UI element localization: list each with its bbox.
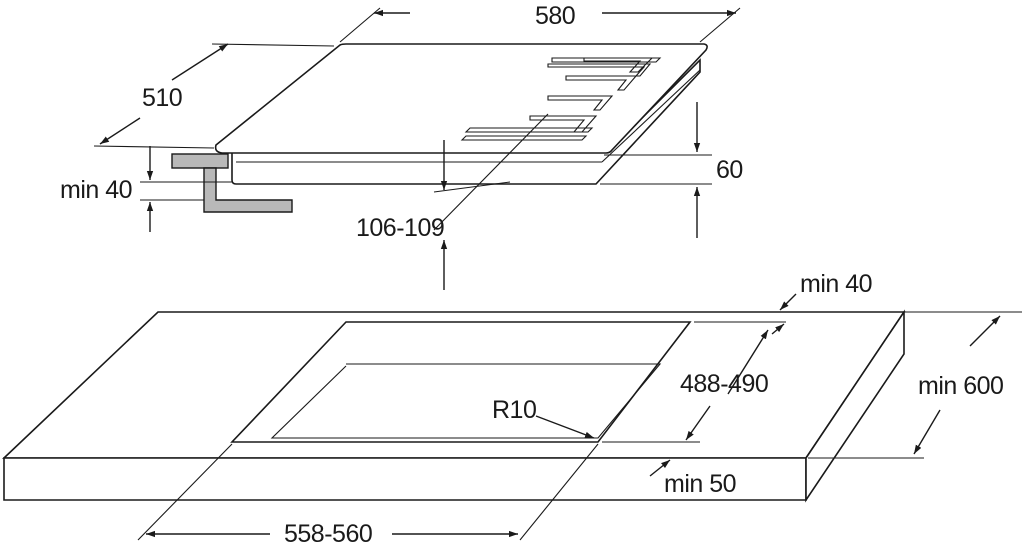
mounting-bracket bbox=[171, 153, 293, 213]
hob-top-plate bbox=[214, 43, 708, 154]
hob-width-label: 580 bbox=[535, 2, 575, 30]
bracket-clearance-dimension: min 40 bbox=[60, 146, 232, 232]
corner-radius-label: R10 bbox=[492, 396, 536, 424]
hob-width-dimension: 580 bbox=[339, 2, 741, 43]
hob-depth-label: 510 bbox=[142, 84, 182, 112]
worktop-depth-dimension: min 600 bbox=[808, 311, 1022, 459]
hob-depth-dimension: 510 bbox=[93, 43, 335, 149]
cutout-depth-label: 488-490 bbox=[680, 370, 768, 398]
back-margin-label: min 40 bbox=[800, 270, 872, 298]
worktop-side-face bbox=[805, 309, 905, 503]
hob-height-label: 60 bbox=[716, 156, 743, 184]
cutout-opening bbox=[230, 321, 692, 443]
cutout-width-dimension: 558-560 bbox=[137, 443, 599, 545]
corner-radius-callout: R10 bbox=[492, 396, 595, 439]
cutout-inner-edge bbox=[270, 363, 662, 439]
worktop-depth-label: min 600 bbox=[918, 372, 1003, 400]
cutout-width-label: 558-560 bbox=[284, 520, 372, 545]
worktop-drawing: min 40 488-490 min 600 R10 min 50 bbox=[1, 270, 1022, 545]
clearance-label: min 40 bbox=[60, 176, 132, 204]
hob-side-edge bbox=[601, 69, 701, 163]
back-margin-dimension: min 40 bbox=[694, 270, 873, 335]
below-depth-label: 106-109 bbox=[356, 214, 444, 242]
front-margin-label: min 50 bbox=[664, 470, 736, 498]
cutout-depth-dimension: 488-490 bbox=[602, 329, 769, 443]
hob-height-dimension: 60 bbox=[600, 102, 743, 238]
hob-drawing: 580 510 min 40 60 bbox=[60, 2, 743, 290]
below-depth-dimension: 106-109 bbox=[356, 113, 549, 290]
front-margin-dimension: min 50 bbox=[649, 459, 737, 498]
control-knob-slots bbox=[460, 57, 662, 141]
